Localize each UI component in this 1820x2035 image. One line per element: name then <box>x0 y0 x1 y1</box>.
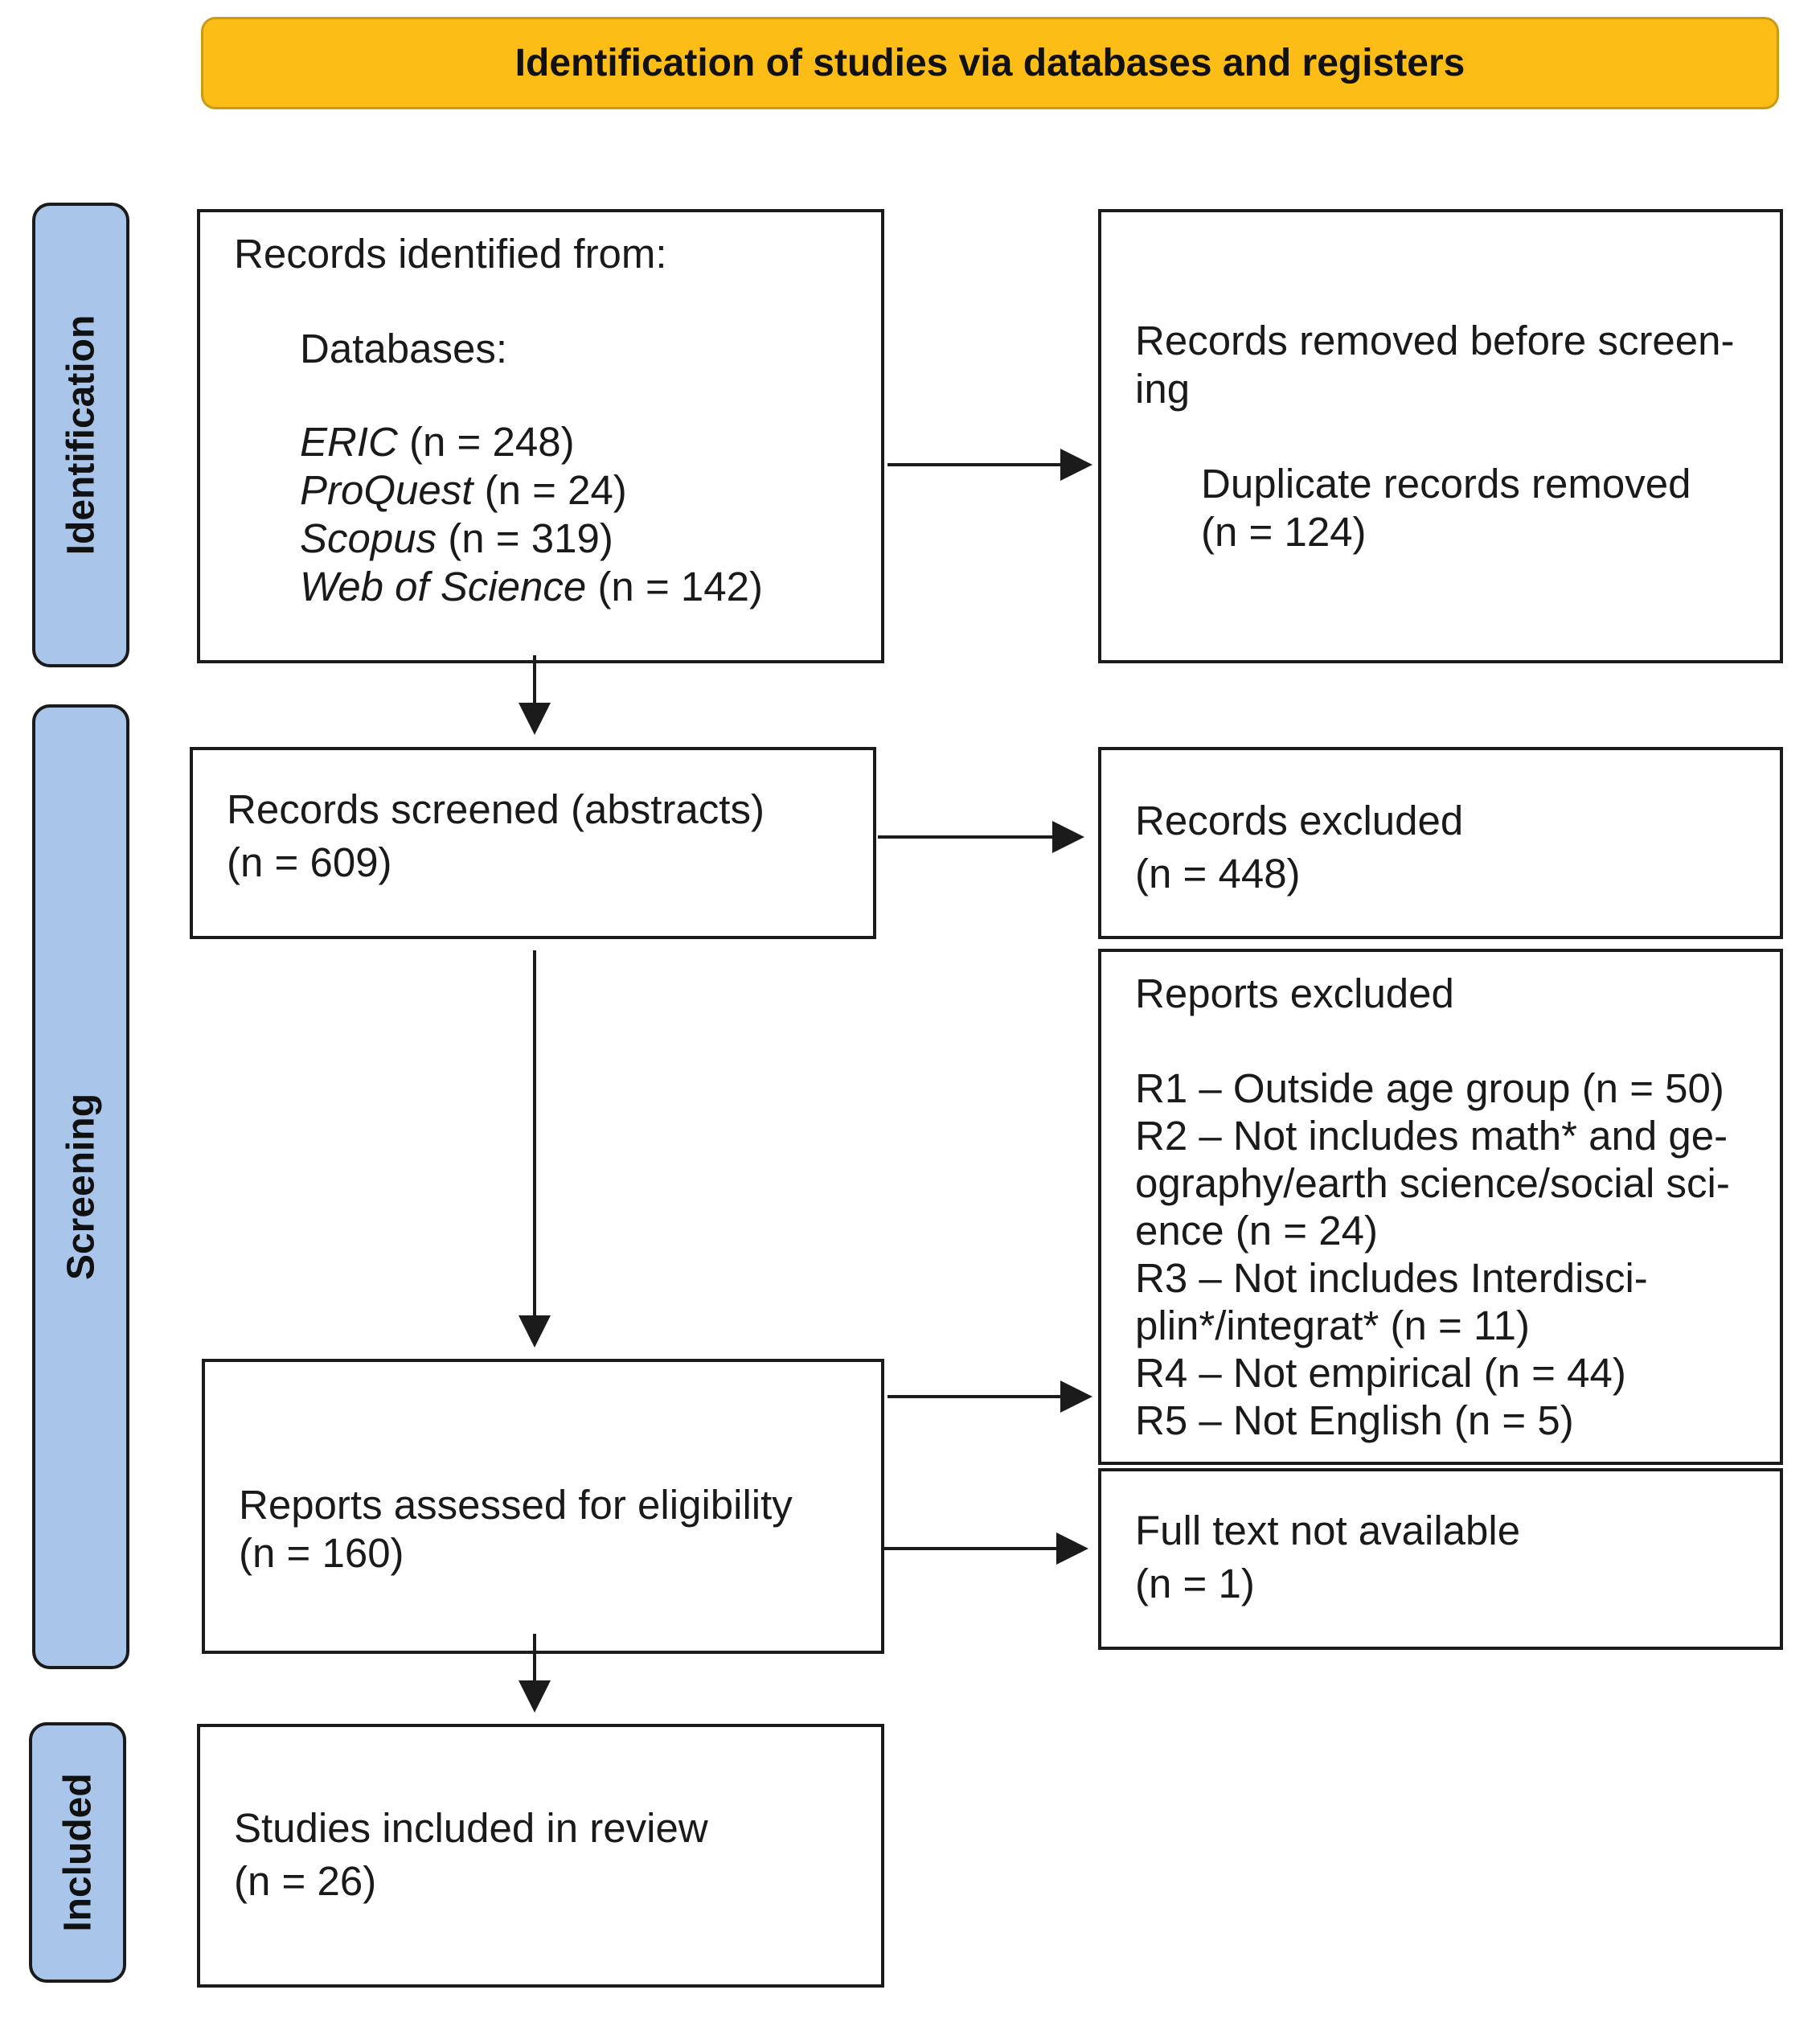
source-count: (n = 24) <box>484 467 627 513</box>
records-excluded-line1: Records excluded <box>1135 798 1464 843</box>
reports-excluded-reasons: R1 – Outside age group (n = 50) R2 – Not… <box>1135 1065 1780 1444</box>
source-name: Web of Science <box>300 564 587 609</box>
source-count: (n = 142) <box>597 564 763 609</box>
source-count: (n = 319) <box>448 515 613 561</box>
reports-assessed-line1: Reports assessed for eligibility <box>239 1482 793 1528</box>
exclusion-reason: ence (n = 24) <box>1135 1208 1378 1253</box>
full-text-line2: (n = 1) <box>1135 1561 1255 1606</box>
records-screened-box: Records screened (abstracts) (n = 609) <box>190 747 876 939</box>
records-removed-line1: Records removed before screen- <box>1135 318 1735 363</box>
records-screened-line2: (n = 609) <box>227 839 392 885</box>
records-identified-heading: Records identified from: <box>234 231 667 277</box>
studies-included-box: Studies included in review (n = 26) <box>197 1724 884 1988</box>
databases-subheading: Databases: <box>300 326 507 371</box>
source-name: Scopus <box>300 515 437 561</box>
exclusion-reason: plin*/integrat* (n = 11) <box>1135 1303 1530 1348</box>
exclusion-reason: ography/earth science/social sci- <box>1135 1160 1730 1206</box>
source-eric: ERIC (n = 248) <box>234 418 881 466</box>
full-text-line1: Full text not available <box>1135 1508 1521 1553</box>
source-count: (n = 248) <box>409 419 575 465</box>
reports-assessed-line2: (n = 160) <box>239 1530 404 1576</box>
exclusion-reason: R4 – Not empirical (n = 44) <box>1135 1350 1626 1396</box>
reports-assessed-box: Reports assessed for eligibility (n = 16… <box>202 1359 884 1654</box>
source-name: ProQuest <box>300 467 473 513</box>
source-scopus: Scopus (n = 319) <box>234 515 881 563</box>
source-web-of-science: Web of Science (n = 142) <box>234 563 881 611</box>
records-excluded-line2: (n = 448) <box>1135 851 1301 896</box>
exclusion-reason: R2 – Not includes math* and ge- <box>1135 1113 1728 1159</box>
records-removed-line2: ing <box>1135 366 1191 412</box>
stage-identification: Identification <box>32 203 129 667</box>
records-removed-box: Records removed before screen- ing Dupli… <box>1098 209 1783 663</box>
source-proquest: ProQuest (n = 24) <box>234 466 881 515</box>
records-screened-line1: Records screened (abstracts) <box>227 786 764 832</box>
records-identified-box: Records identified from: Databases: ERIC… <box>197 209 884 663</box>
studies-included-line1: Studies included in review <box>234 1805 708 1851</box>
studies-included-line2: (n = 26) <box>234 1858 377 1904</box>
source-name: ERIC <box>300 419 398 465</box>
records-excluded-box: Records excluded (n = 448) <box>1098 747 1783 939</box>
reports-excluded-heading: Reports excluded <box>1135 970 1454 1016</box>
stage-included: Included <box>29 1722 126 1983</box>
duplicates-removed-count: (n = 124) <box>1201 509 1367 555</box>
banner-title: Identification of studies via databases … <box>514 42 1465 84</box>
stage-screening: Screening <box>32 704 129 1669</box>
exclusion-reason: R1 – Outside age group (n = 50) <box>1135 1065 1724 1111</box>
phase-banner: Identification of studies via databases … <box>201 17 1779 109</box>
duplicates-removed-label: Duplicate records removed <box>1201 461 1691 507</box>
exclusion-reason: R5 – Not English (n = 5) <box>1135 1397 1574 1443</box>
reports-excluded-box: Reports excluded R1 – Outside age group … <box>1098 949 1783 1465</box>
exclusion-reason: R3 – Not includes Interdisci- <box>1135 1255 1648 1301</box>
full-text-box: Full text not available (n = 1) <box>1098 1468 1783 1650</box>
